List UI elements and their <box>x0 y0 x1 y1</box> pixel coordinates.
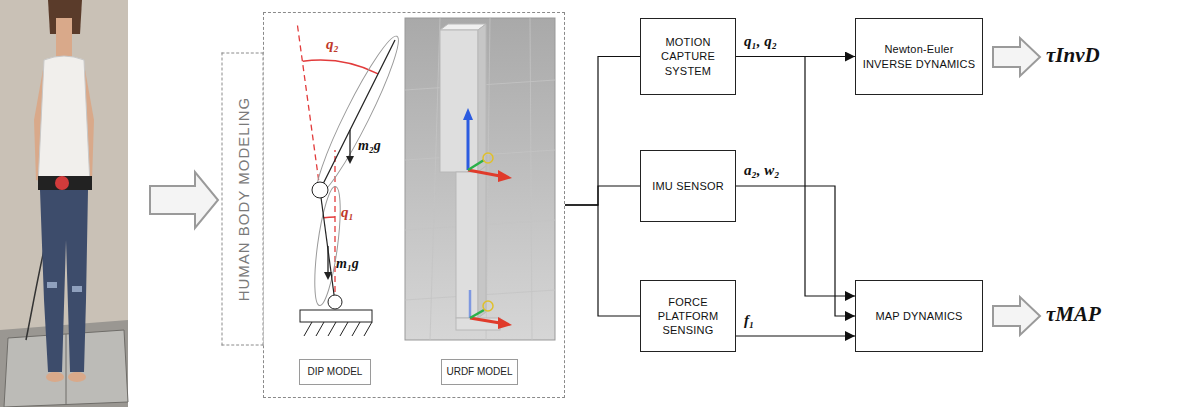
z-axis <box>469 290 472 318</box>
arrow-head <box>498 317 512 329</box>
box-label: DIP MODEL <box>308 366 363 378</box>
gravity-arrow <box>349 130 350 158</box>
signal-connector <box>565 57 640 206</box>
arrow-head <box>498 170 512 182</box>
signal-label: f₁ <box>742 312 756 329</box>
upper-link <box>307 31 407 199</box>
signal-connector <box>736 186 855 316</box>
link-extension <box>297 22 320 190</box>
render-grid <box>405 18 555 340</box>
belt <box>38 176 92 190</box>
ankle-joint <box>328 295 342 309</box>
box-label: URDF MODEL <box>446 366 512 378</box>
signal-label: a₂, w₂ <box>742 162 781 179</box>
y-axis <box>470 310 484 318</box>
process-box: MOTION CAPTURE SYSTEM <box>640 18 736 95</box>
arrow-head <box>324 272 332 280</box>
joint-marker <box>483 153 493 163</box>
angle-arc <box>324 216 335 218</box>
signal-connector <box>736 335 855 336</box>
hollow-arrow <box>150 172 218 228</box>
signal-connector <box>736 57 855 297</box>
signal-label: q₁, q₂ <box>742 33 779 50</box>
jeans-tear <box>72 286 82 292</box>
photo-wall <box>0 0 128 407</box>
render-background <box>405 18 555 340</box>
weight-symbol: m₁g <box>336 256 359 272</box>
angle-symbol: q₂ <box>326 36 339 53</box>
ground-hatch <box>304 322 372 336</box>
process-box: IMU SENSOR <box>640 150 736 222</box>
ground-block <box>300 310 372 322</box>
y-axis <box>468 160 484 170</box>
arrow-head <box>346 156 354 164</box>
upper-axis <box>320 40 395 190</box>
hip-joint <box>312 182 328 198</box>
top <box>38 56 90 185</box>
process-box: MAP DYNAMICS <box>855 280 983 352</box>
weight-symbol: m₂g <box>358 138 381 154</box>
z-axis <box>467 118 470 170</box>
subject-photo <box>0 0 128 407</box>
torque-output: τMAP <box>1046 302 1101 327</box>
vertical-reference <box>334 150 335 302</box>
box-label: FORCE PLATFORM SENSING <box>647 295 729 338</box>
x-axis <box>468 170 500 176</box>
arrow-head <box>463 108 473 120</box>
output-arrow <box>993 297 1040 335</box>
angle-arc <box>303 60 378 74</box>
signal-connector <box>565 186 640 205</box>
torque-output: τInvD <box>1046 43 1100 68</box>
model-caption-box: DIP MODEL <box>299 359 371 385</box>
plate-seam <box>66 334 67 404</box>
jeans-tear <box>47 282 57 288</box>
box-label: Newton-Euler INVERSE DYNAMICS <box>862 42 976 71</box>
modeling-group: HUMAN BODY MODELINGDIP MODELURDF MODEL <box>263 12 565 398</box>
lower-block <box>456 172 478 318</box>
lower-axis <box>320 190 335 302</box>
x-axis <box>470 318 500 323</box>
jeans <box>40 190 88 372</box>
photo-floor <box>0 320 128 407</box>
dip-drawing <box>297 22 408 336</box>
box-label: MAP DYNAMICS <box>875 309 962 323</box>
foot <box>68 372 86 382</box>
joint-marker <box>483 301 493 311</box>
signal-connector <box>565 205 640 316</box>
upper-block <box>440 30 478 172</box>
block-side <box>478 166 486 318</box>
angle-symbol: q₁ <box>341 204 354 221</box>
lower-link <box>310 185 346 307</box>
foot <box>46 372 64 382</box>
block-side <box>478 24 486 172</box>
model-caption-box: URDF MODEL <box>441 359 518 385</box>
process-box: FORCE PLATFORM SENSING <box>640 280 736 352</box>
imu-sensor <box>55 176 69 190</box>
foot-block <box>456 318 500 330</box>
box-label: MOTION CAPTURE SYSTEM <box>647 35 729 78</box>
urdf-render <box>405 18 555 340</box>
process-box: Newton-Euler INVERSE DYNAMICS <box>855 18 983 95</box>
force-plate <box>4 330 128 407</box>
gravity-arrow <box>327 246 328 274</box>
output-arrow <box>993 38 1040 76</box>
group-heading: HUMAN BODY MODELING <box>222 53 264 346</box>
neck <box>56 18 72 62</box>
box-label: IMU SENSOR <box>652 179 724 193</box>
